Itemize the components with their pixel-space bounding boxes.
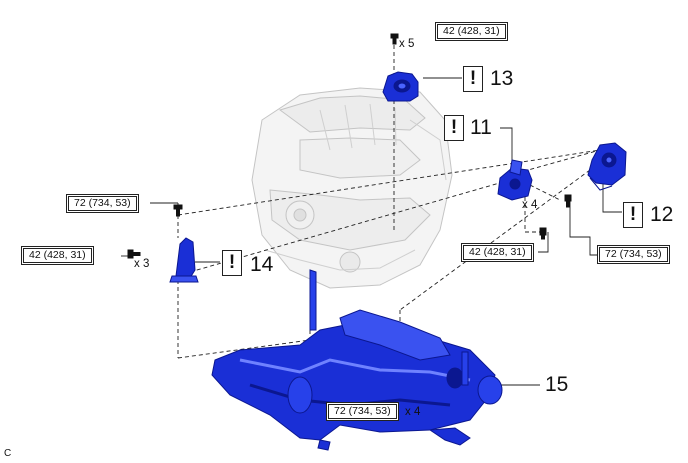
caution-icon-11: ! [444, 115, 464, 141]
part-12-mount [587, 142, 627, 191]
caution-icon-12: ! [623, 202, 643, 228]
torque-box-left-lower: 42 (428, 31) [21, 246, 94, 265]
torque-label: 72 (734, 53) [599, 247, 668, 262]
quantity-bottom: x 4 [405, 406, 421, 418]
quantity-left: x 3 [134, 258, 150, 270]
torque-label: 42 (428, 31) [23, 248, 92, 263]
torque-label: 42 (428, 31) [463, 245, 532, 260]
torque-box-top: 42 (428, 31) [435, 22, 508, 41]
bolt-left-lower [127, 249, 141, 259]
callout-12: 12 [650, 203, 674, 226]
bolt-top [390, 33, 399, 45]
torque-box-center: 42 (428, 31) [461, 243, 534, 262]
quantity-center: x 4 [522, 199, 538, 211]
torque-box-right: 72 (734, 53) [597, 245, 670, 264]
torque-label: 42 (428, 31) [437, 24, 506, 39]
quantity-top: x 5 [399, 38, 415, 50]
figure-code: C [4, 448, 12, 459]
bolt-right [564, 194, 572, 208]
blue-parts [169, 71, 627, 451]
part-13-mount [382, 71, 419, 102]
torque-box-left-upper: 72 (734, 53) [66, 194, 139, 213]
torque-label: 72 (734, 53) [328, 404, 397, 419]
callout-15: 15 [545, 373, 569, 396]
part-11-bracket [497, 159, 533, 201]
caution-icon-13: ! [463, 66, 483, 92]
bolt-left-upper [173, 204, 183, 217]
torque-label: 72 (734, 53) [68, 196, 137, 211]
callout-14: 14 [250, 253, 274, 276]
callout-13: 13 [490, 67, 514, 90]
part-14-bracket [169, 237, 199, 283]
bolt-center [539, 227, 547, 240]
torque-box-bottom: 72 (734, 53) [326, 402, 399, 421]
caution-icon-14: ! [222, 250, 242, 276]
callout-11: 11 [470, 116, 492, 139]
part-15-subframe [211, 269, 503, 451]
